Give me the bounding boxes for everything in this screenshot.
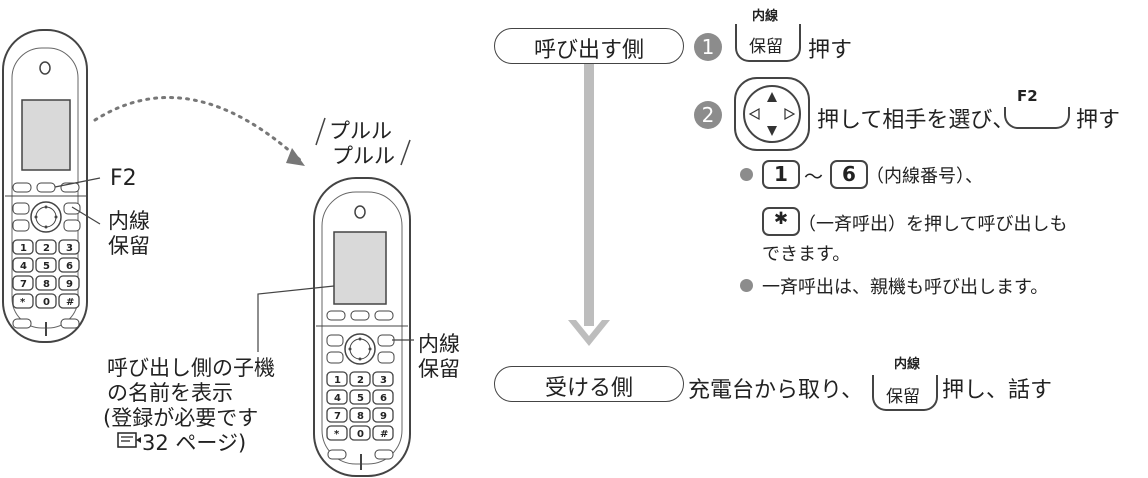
- bullet1-text2: （一斉呼出）を押して呼び出しも: [798, 214, 1068, 235]
- keypad-key: [58, 275, 80, 291]
- keypad-key-label: 6: [380, 393, 387, 404]
- keypad-key-label: 6: [66, 261, 73, 272]
- keypad-key: [58, 239, 80, 255]
- keypad-key-label: 8: [357, 411, 364, 422]
- keypad-key: [349, 389, 371, 405]
- keypad-key-label: 3: [66, 243, 73, 254]
- step1-number: 1: [694, 33, 722, 61]
- keypad-key: [349, 371, 371, 387]
- keypad-key-label: 7: [334, 411, 341, 422]
- keypad-key: [35, 239, 57, 255]
- step1-text: 押す: [808, 38, 853, 63]
- keypad-key: [372, 407, 394, 423]
- ring-sound-1: プルル: [329, 119, 392, 143]
- keypad-key: [326, 389, 348, 405]
- ring-sound-2: プルル: [332, 144, 395, 168]
- keypad-key: [12, 293, 34, 309]
- naisen-label-2: 内線: [418, 332, 460, 356]
- caller-note-line4: 32 ページ): [142, 431, 247, 455]
- receiver-pill-label: 受ける側: [544, 376, 633, 401]
- keypad-key-label: 4: [20, 261, 27, 272]
- step2-text2: 押す: [1076, 108, 1121, 133]
- bullet1-text: （内線番号）、: [866, 166, 983, 187]
- caller-note-line2: の名前を表示: [107, 381, 233, 405]
- keypad-key-label: 3: [380, 375, 387, 386]
- caller-note-line3: (登録が必要です: [103, 406, 259, 430]
- bullet-2: [740, 279, 753, 292]
- keypad-key: [58, 293, 80, 309]
- step2-text: 押して相手を選び、: [817, 108, 1015, 133]
- keypad-key: [326, 407, 348, 423]
- step2-number: 2: [694, 101, 722, 129]
- f2-label: F2: [110, 166, 137, 191]
- f2-key: [1004, 107, 1070, 129]
- keypad-key-label: 2: [357, 375, 364, 386]
- keypad-key-label: 7: [20, 279, 27, 290]
- keypad-key: [326, 425, 348, 441]
- bullet1-text3: できます。: [762, 244, 851, 265]
- keypad-key: [349, 407, 371, 423]
- receiver-text2: 押し、話す: [942, 378, 1053, 403]
- keypad-key-label: 5: [357, 393, 364, 404]
- naisen-horyu-key-label: 保留: [749, 37, 783, 57]
- keypad-key: [12, 257, 34, 273]
- keypad-key-label: #: [66, 297, 74, 308]
- horyu-label-2: 保留: [418, 357, 460, 381]
- handset-illustration: 1 2 3 4 5 6 7 8 9 * 0 # 1 2 3 4 5 6 7 8 9 * 0 #: [2, 29, 414, 477]
- keypad-key-label: 5: [43, 261, 50, 272]
- keypad-key-label: 1: [334, 375, 341, 386]
- keypad-key-label: *: [20, 297, 26, 308]
- cursor-key-icon: [734, 77, 810, 151]
- keypad-key-label: #: [380, 429, 388, 440]
- flow-arrow-shaft: [584, 56, 594, 326]
- keypad-key-label: 0: [43, 297, 50, 308]
- keypad-key-label: 8: [43, 279, 50, 290]
- keypad-key: [35, 275, 57, 291]
- handset-2: 1 2 3 4 5 6 7 8 9 * 0 #: [313, 177, 411, 477]
- naisen-horyu-key: 保留: [735, 24, 801, 62]
- keypad-key: [58, 257, 80, 273]
- keypad-key: [349, 425, 371, 441]
- receiver-text: 充電台から取り、: [688, 378, 864, 403]
- keypad-key-label: 2: [43, 243, 50, 254]
- bullet-1: [740, 168, 753, 181]
- keypad-key: [326, 371, 348, 387]
- f2-key-top-label: F2: [1017, 87, 1038, 105]
- caller-pill-label: 呼び出す側: [533, 38, 644, 63]
- keypad-key-label: 9: [380, 411, 387, 422]
- keypad-1: 1 2 3 4 5 6 7 8 9 * 0 #: [12, 239, 80, 309]
- horyu-label: 保留: [108, 234, 150, 258]
- tilde: ～: [804, 166, 824, 188]
- keypad-key: [35, 293, 57, 309]
- key-1: 1: [762, 160, 800, 189]
- keypad-2: 1 2 3 4 5 6 7 8 9 * 0 #: [326, 371, 394, 441]
- keypad-key: [12, 275, 34, 291]
- step1-key-top-label: 内線: [752, 9, 779, 24]
- keypad-key-label: 0: [357, 429, 364, 440]
- keypad-key-label: 1: [20, 243, 27, 254]
- keypad-key-label: *: [334, 429, 340, 440]
- keypad-key-label: 9: [66, 279, 73, 290]
- reference-icon: [117, 432, 141, 448]
- keypad-key: [35, 257, 57, 273]
- caller-pill: 呼び出す側: [494, 28, 684, 64]
- keypad-key-label: 4: [334, 393, 341, 404]
- caller-note-line1: 呼び出し側の子機: [107, 356, 275, 380]
- keypad-key: [372, 425, 394, 441]
- flow-arrow-head: [568, 320, 610, 346]
- receiver-naisen-horyu-key: 保留: [872, 375, 938, 411]
- keypad-key: [372, 371, 394, 387]
- key-asterisk: ✱: [762, 207, 800, 236]
- naisen-label: 内線: [108, 209, 150, 233]
- key-6: 6: [830, 160, 868, 189]
- keypad-key: [12, 239, 34, 255]
- receiver-key-label: 保留: [886, 387, 920, 407]
- bullet2-text: 一斉呼出は、親機も呼び出します。: [762, 277, 1049, 298]
- handset-1: 1 2 3 4 5 6 7 8 9 * 0 #: [2, 29, 88, 343]
- receiver-pill: 受ける側: [494, 366, 684, 402]
- receiver-key-top-label: 内線: [894, 357, 921, 372]
- keypad-key: [372, 389, 394, 405]
